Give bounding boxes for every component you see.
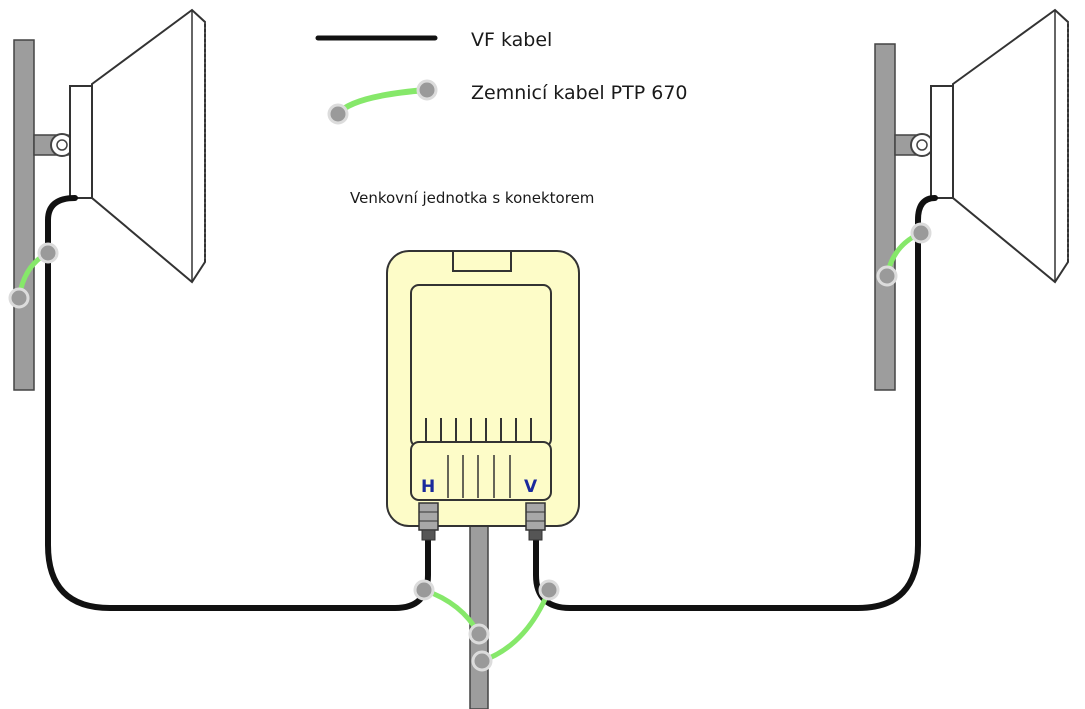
ground-lug <box>876 265 898 287</box>
left-mount-bolt-inner <box>56 139 68 151</box>
right-antenna-dish <box>952 8 1069 284</box>
right-mount-bolt-inner <box>916 139 928 151</box>
ground-cable-v <box>479 587 552 664</box>
ground-lug <box>37 242 59 264</box>
legend-ground-cable-label: Zemnicí kabel PTP 670 <box>471 82 688 104</box>
port-h-label: H <box>421 477 435 497</box>
left-antenna-assembly <box>13 8 206 391</box>
legend-ground-cable-swatch <box>335 87 429 117</box>
unit-lower-fins <box>447 455 511 498</box>
unit-top-handle <box>452 250 512 272</box>
ground-lug <box>8 287 30 309</box>
legend: VF kabel Zemnicí kabel PTP 670 <box>315 29 688 125</box>
port-v-label: V <box>524 477 538 497</box>
legend-ground-lug-right <box>416 79 438 101</box>
ground-lug <box>538 579 560 601</box>
legend-rf-cable-label: VF kabel <box>471 29 552 51</box>
right-mast <box>874 43 896 391</box>
ground-lug <box>471 650 493 672</box>
right-mount-bolt <box>910 133 934 157</box>
ground-lug <box>413 579 435 601</box>
connector-v <box>525 502 546 541</box>
center-mast <box>469 519 489 709</box>
outdoor-unit-caption: Venkovní jednotka s konektorem <box>350 189 594 207</box>
ground-lug <box>468 623 490 645</box>
left-antenna-dish <box>91 8 206 284</box>
ground-lug <box>910 222 932 244</box>
right-antenna-assembly <box>874 8 1069 391</box>
legend-ground-lug-left <box>327 103 349 125</box>
connector-h <box>418 502 439 541</box>
rf-cable-left <box>45 195 431 611</box>
outdoor-unit: H V <box>386 250 580 541</box>
left-antenna-back <box>69 85 93 199</box>
unit-connector-panel <box>410 441 552 501</box>
left-mast <box>13 39 35 391</box>
ground-lugs <box>8 222 932 672</box>
right-antenna-back <box>930 85 954 199</box>
